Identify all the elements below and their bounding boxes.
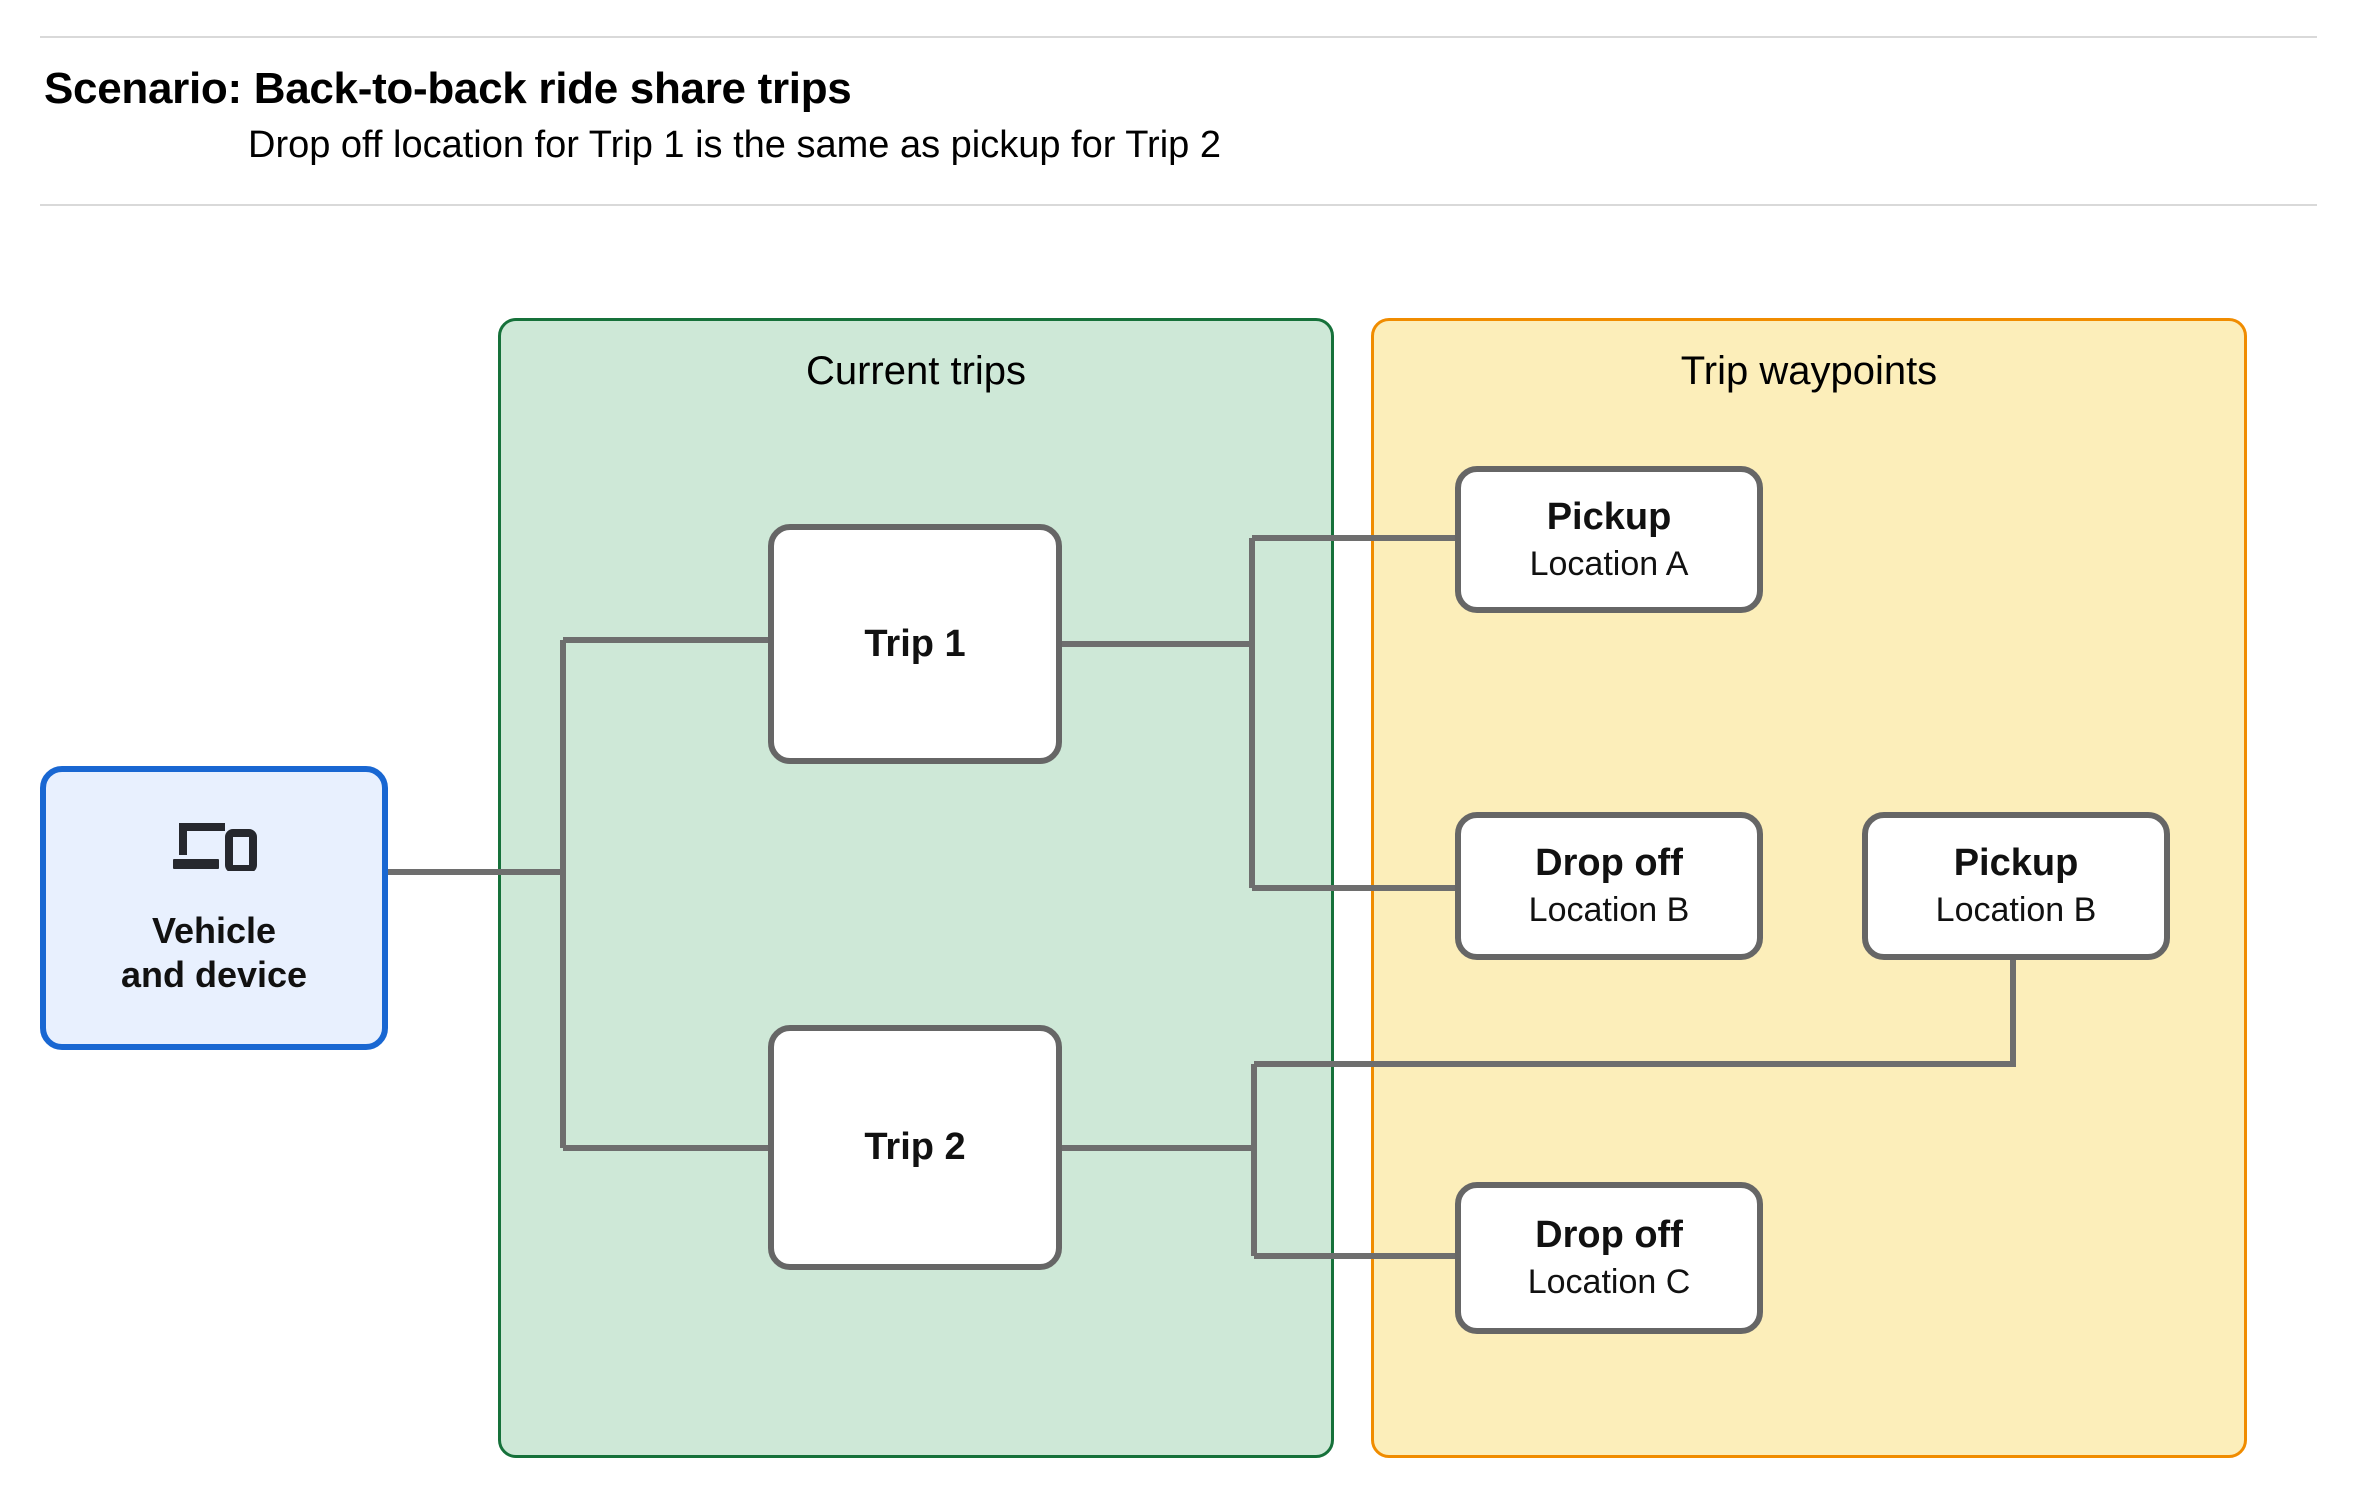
- node-vehicle-label: Vehicle and device: [120, 910, 308, 995]
- node-waypoint-pickup-b[interactable]: Pickup Location B: [1862, 812, 2170, 960]
- node-waypoint-dropoff-b-location: Location B: [1528, 891, 1690, 930]
- panel-trip-waypoints-title: Trip waypoints: [1680, 349, 1938, 393]
- node-waypoint-pickup-a-location: Location A: [1529, 544, 1689, 583]
- node-waypoint-dropoff-b-kind: Drop off: [1535, 842, 1683, 885]
- node-trip-2[interactable]: Trip 2: [768, 1025, 1062, 1270]
- node-waypoint-pickup-b-location: Location B: [1935, 891, 2097, 930]
- node-waypoint-dropoff-b[interactable]: Drop off Location B: [1455, 812, 1763, 960]
- node-waypoint-pickup-a-kind: Pickup: [1546, 495, 1672, 538]
- node-trip-1[interactable]: Trip 1: [768, 524, 1062, 764]
- header-divider-top: [40, 36, 2317, 38]
- node-waypoint-dropoff-c-kind: Drop off: [1535, 1214, 1683, 1257]
- page-title: Scenario: Back-to-back ride share trips: [44, 64, 852, 113]
- devices-icon: [173, 823, 257, 872]
- panel-current-trips-title: Current trips: [805, 349, 1027, 393]
- node-trip-1-label: Trip 1: [864, 622, 966, 665]
- header-divider-bottom: [40, 204, 2317, 206]
- node-waypoint-dropoff-c-location: Location C: [1527, 1263, 1691, 1302]
- node-vehicle-and-device[interactable]: Vehicle and device: [40, 766, 388, 1050]
- node-waypoint-pickup-b-kind: Pickup: [1953, 842, 2079, 885]
- page-subtitle: Drop off location for Trip 1 is the same…: [248, 124, 1221, 166]
- node-waypoint-pickup-a[interactable]: Pickup Location A: [1455, 466, 1763, 613]
- node-waypoint-dropoff-c[interactable]: Drop off Location C: [1455, 1182, 1763, 1334]
- node-trip-2-label: Trip 2: [864, 1126, 966, 1169]
- panel-current-trips: Current trips: [498, 318, 1334, 1458]
